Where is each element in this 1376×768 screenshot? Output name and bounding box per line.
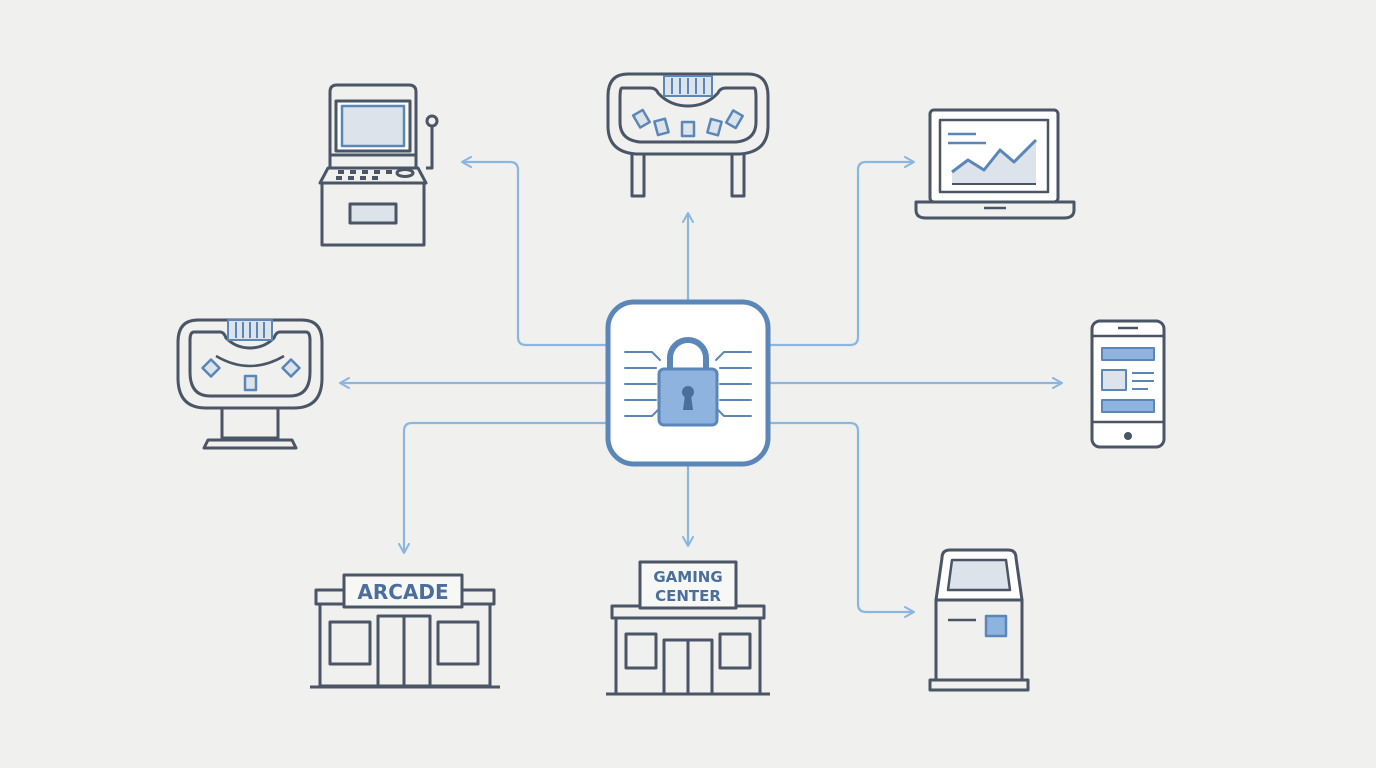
gaming-table-icon xyxy=(176,318,324,450)
gaming-table-icon xyxy=(606,72,770,198)
secure-lock-icon xyxy=(605,299,771,467)
connector-arcade xyxy=(398,421,606,554)
mobile-phone-icon xyxy=(1090,319,1166,449)
kiosk-terminal-icon xyxy=(928,548,1030,692)
gaming-center-sign-line1: GAMING xyxy=(653,568,722,586)
laptop-chart-icon xyxy=(914,108,1076,220)
arcade-sign-label: ARCADE xyxy=(357,580,448,604)
connector-laptop xyxy=(770,156,915,347)
gaming-center-building-icon: GAMING CENTER xyxy=(606,560,770,696)
slot-machine-icon xyxy=(318,83,439,247)
connector-slot-machine xyxy=(461,156,606,347)
arcade-building-icon: ARCADE xyxy=(310,573,500,689)
connectors xyxy=(339,156,1063,618)
gaming-center-sign-line2: CENTER xyxy=(655,587,721,605)
connector-kiosk xyxy=(770,421,915,618)
